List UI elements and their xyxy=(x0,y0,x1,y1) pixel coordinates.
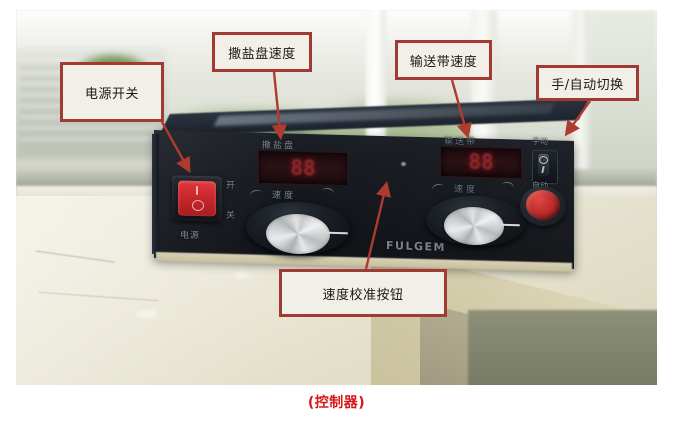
callout-power-switch[interactable]: 电源开关 xyxy=(60,62,164,122)
conveyor-display-value: 88 xyxy=(468,149,494,175)
speed-calibration-button[interactable] xyxy=(401,161,406,167)
toggle-off-symbol-icon xyxy=(539,155,548,165)
red-push-button[interactable] xyxy=(526,189,560,221)
device-brand-logo: FULGEM xyxy=(386,238,446,255)
callout-conveyor-speed[interactable]: 输送带速度 xyxy=(395,40,492,80)
conveyor-led-display: 88 xyxy=(440,145,522,180)
callout-conveyor-speed-label: 输送带速度 xyxy=(409,54,478,70)
spreader-display-value: 88 xyxy=(290,155,316,180)
figure-caption: (控制器) xyxy=(307,395,366,411)
callout-power-switch-label: 电源开关 xyxy=(84,86,139,102)
window-mullion-1 xyxy=(366,10,386,176)
desk-speck xyxy=(136,310,158,318)
power-on-label: 开 xyxy=(226,180,236,192)
manual-mode-label: 手动 xyxy=(532,136,548,147)
callout-spreader-speed[interactable]: 撒盐盘速度 xyxy=(212,32,312,72)
callout-speed-calibration[interactable]: 速度校准按钮 xyxy=(279,269,447,317)
callout-manual-auto-label: 手/自动切换 xyxy=(551,77,624,93)
callout-spreader-speed-label: 撒盐盘速度 xyxy=(228,46,296,62)
spreader-speed-label: 速度 xyxy=(272,190,297,202)
device-left-edge xyxy=(152,133,159,255)
power-on-symbol-icon xyxy=(196,185,198,196)
desk-speck xyxy=(234,272,250,278)
conveyor-speed-label: 速度 xyxy=(454,184,479,196)
callout-speed-calibration-label: 速度校准按钮 xyxy=(322,287,404,303)
controller-device: 撒盐盘 88 速度 开 关 电源 FULGEM 输送带 xyxy=(152,98,590,274)
power-off-symbol-icon xyxy=(192,199,204,212)
power-off-label: 关 xyxy=(226,210,236,222)
floor-shadow xyxy=(468,310,657,385)
spreader-led-display: 88 xyxy=(258,149,348,187)
power-name-label: 电源 xyxy=(180,230,201,242)
callout-manual-auto[interactable]: 手/自动切换 xyxy=(536,65,639,101)
